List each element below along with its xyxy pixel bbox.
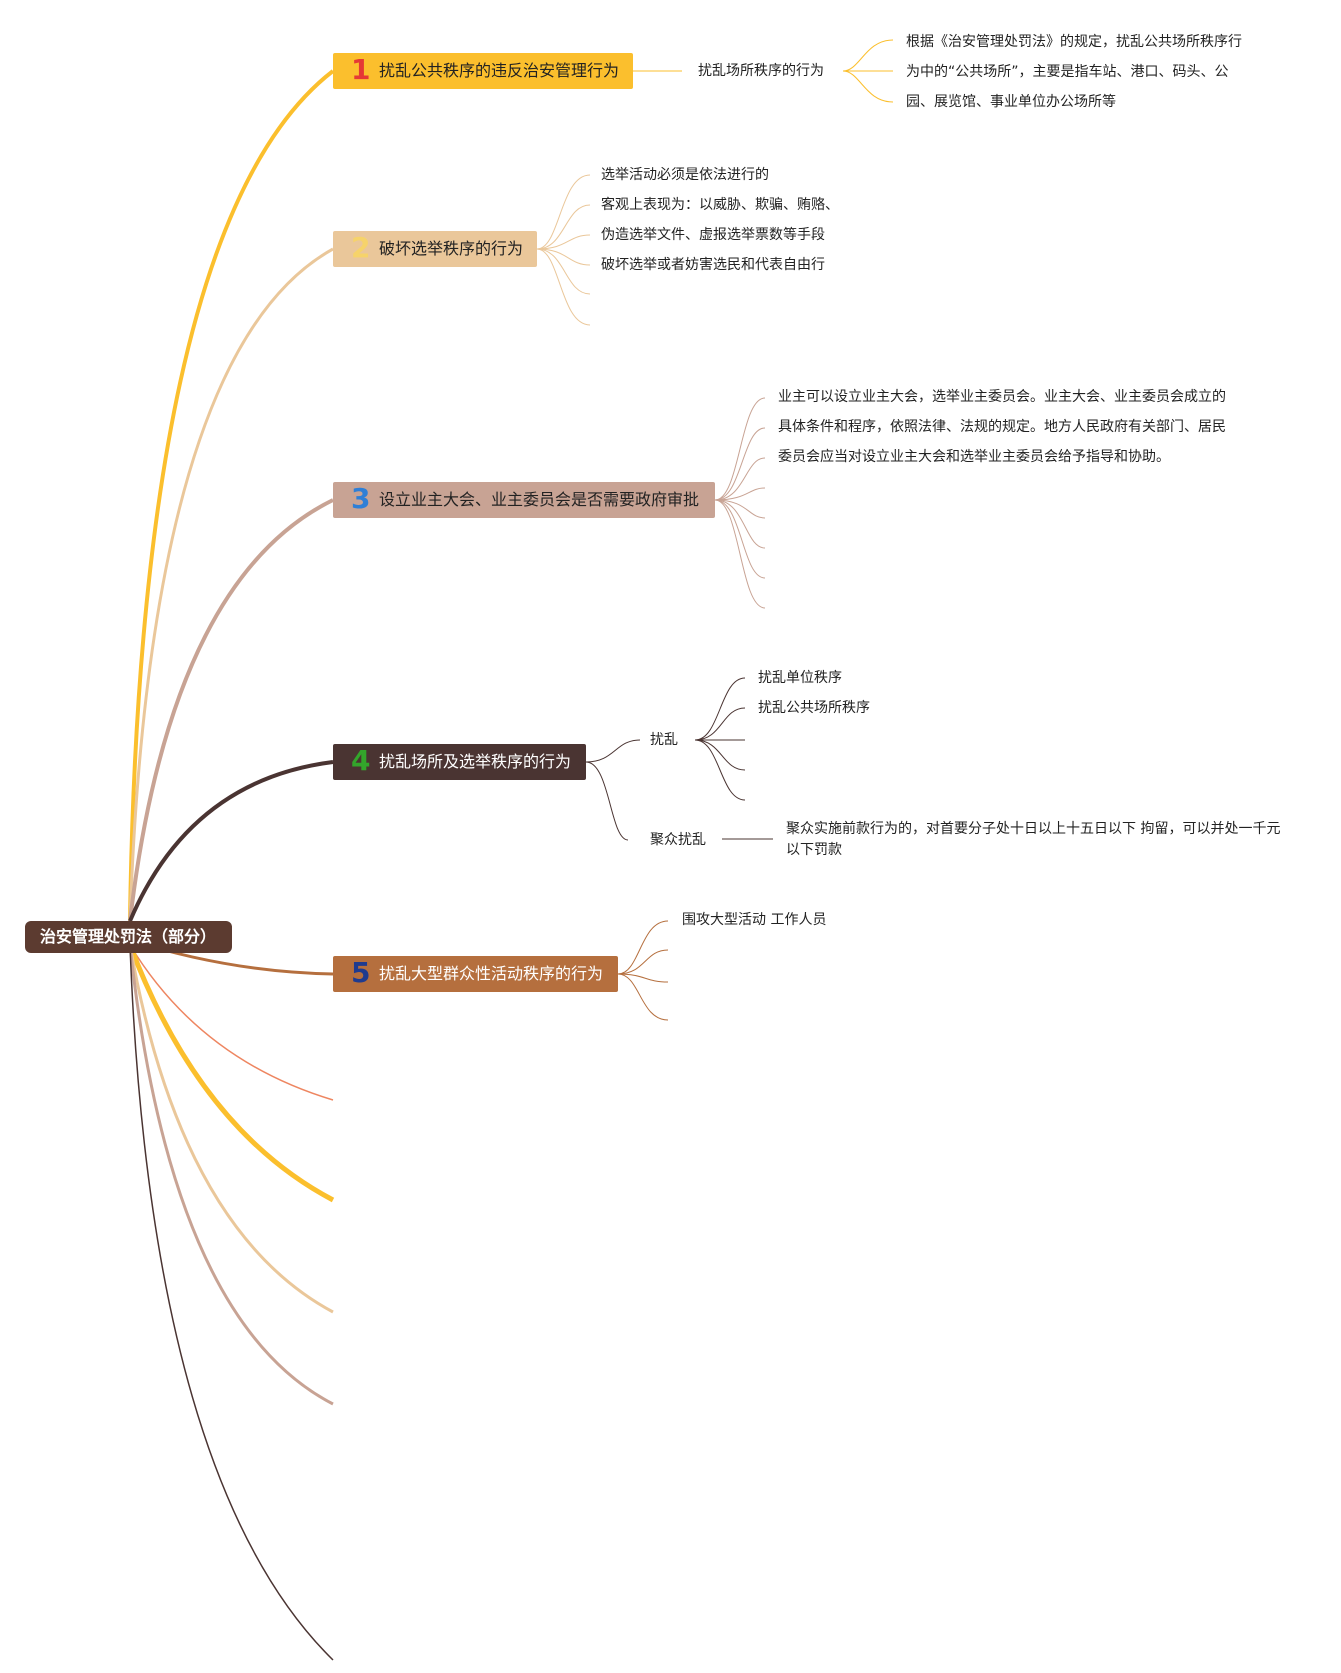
branch-1-node[interactable]: 1 扰乱公共秩序的违反治安管理行为	[333, 53, 633, 89]
branch-2-title: 破坏选举秩序的行为	[379, 239, 524, 258]
note-line: 园、展览馆、事业单位办公场所等	[906, 94, 1116, 110]
branch-1-child[interactable]: 扰乱场所秩序的行为	[698, 63, 824, 79]
stray-branch-connector	[127, 944, 335, 1203]
branch-2-number: 2	[351, 231, 371, 264]
note-line: 业主可以设立业主大会，选举业主委员会。业主大会、业主委员会成立的	[778, 389, 1226, 405]
branch-2-item[interactable]: 客观上表现为：以威胁、欺骗、贿赂、	[601, 197, 839, 213]
stray-branch-connector	[128, 944, 334, 1406]
note-line: 具体条件和程序，依照法律、法规的规定。地方人民政府有关部门、居民	[778, 419, 1226, 435]
branch-4-sub-gathering[interactable]: 聚众扰乱	[650, 832, 706, 848]
stray-branch-connector	[129, 944, 334, 1661]
branch-3-number: 3	[351, 482, 371, 515]
branch-2-item[interactable]: 破坏选举或者妨害选民和代表自由行	[601, 257, 825, 273]
note-line: 根据《治安管理处罚法》的规定，扰乱公共场所秩序行	[906, 34, 1242, 50]
branch-5-title: 扰乱大型群众性活动秩序的行为	[379, 964, 604, 983]
branch-5-number: 5	[351, 956, 371, 989]
branch-5-item[interactable]: 围攻大型活动 工作人员	[682, 912, 827, 928]
branch-1-connector	[128, 69, 335, 922]
branch-4-number: 4	[351, 744, 371, 777]
note-line: 委员会应当对设立业主大会和选举业主委员会给予指导和协助。	[778, 449, 1170, 465]
branch-4-title: 扰乱场所及选举秩序的行为	[379, 752, 572, 771]
stray-branch-connector	[128, 944, 334, 1314]
branch-3-connector	[128, 498, 334, 922]
branch-3-note[interactable]: 业主可以设立业主大会，选举业主委员会。业主大会、业主委员会成立的 具体条件和程序…	[778, 382, 1226, 472]
note-line: 为中的“公共场所”，主要是指车站、港口、码头、公	[906, 64, 1229, 80]
branch-3-title: 设立业主大会、业主委员会是否需要政府审批	[379, 490, 700, 509]
branch-2-connector	[128, 247, 334, 922]
branch-4-sub-item[interactable]: 扰乱单位秩序	[758, 670, 842, 686]
branch-2-item[interactable]: 选举活动必须是依法进行的	[601, 167, 769, 183]
branch-4-sub-disturb[interactable]: 扰乱	[650, 732, 678, 748]
branch-2-item[interactable]: 伪造选举文件、虚报选举票数等手段	[601, 227, 825, 243]
branch-4-connector	[128, 760, 334, 922]
branch-2-node[interactable]: 2 破坏选举秩序的行为	[333, 231, 537, 267]
note-line: 以下罚款	[786, 842, 842, 858]
branch-5-node[interactable]: 5 扰乱大型群众性活动秩序的行为	[333, 956, 618, 992]
branch-1-number: 1	[351, 53, 371, 86]
note-line: 聚众实施前款行为的，对首要分子处十日以上十五日以下 拘留，可以并处一千元	[786, 821, 1281, 837]
branch-4-gathering-note[interactable]: 聚众实施前款行为的，对首要分子处十日以上十五日以下 拘留，可以并处一千元 以下罚…	[786, 819, 1280, 861]
branch-4-sub-item[interactable]: 扰乱公共场所秩序	[758, 700, 870, 716]
root-node[interactable]: 治安管理处罚法（部分）	[25, 921, 232, 953]
branch-1-note[interactable]: 根据《治安管理处罚法》的规定，扰乱公共场所秩序行 为中的“公共场所”，主要是指车…	[906, 27, 1242, 117]
branch-3-node[interactable]: 3 设立业主大会、业主委员会是否需要政府审批	[333, 482, 715, 518]
stray-branch-connector	[129, 944, 334, 1101]
branch-4-node[interactable]: 4 扰乱场所及选举秩序的行为	[333, 744, 586, 780]
branch-1-title: 扰乱公共秩序的违反治安管理行为	[379, 61, 620, 80]
